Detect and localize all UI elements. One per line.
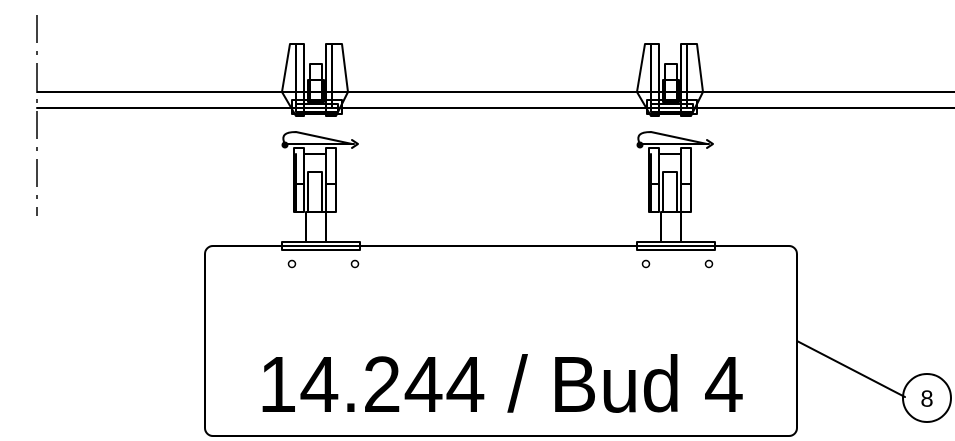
callout-balloon-label: 8 — [920, 386, 933, 413]
mounting-hole — [287, 259, 297, 269]
mounting-hole — [704, 259, 714, 269]
callout-balloon — [902, 373, 952, 423]
leader-line — [796, 340, 906, 398]
rail-clamp-left — [280, 43, 361, 251]
mounting-hole — [641, 259, 651, 269]
rail-clamp-right — [635, 43, 716, 251]
sign-text: 14.244 / Bud 4 — [257, 340, 745, 429]
mounting-hole — [350, 259, 360, 269]
